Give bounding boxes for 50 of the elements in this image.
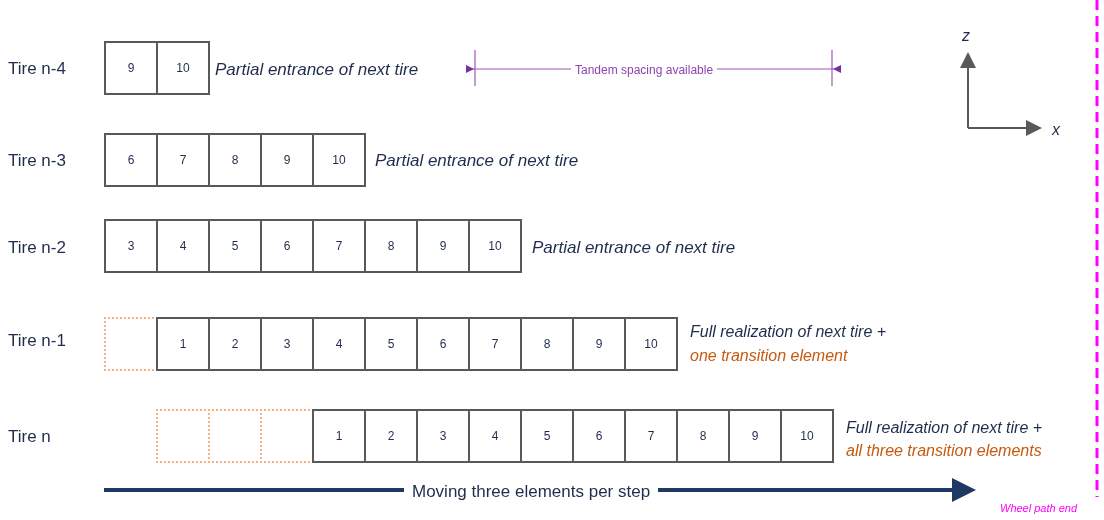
element-box: 10: [156, 41, 210, 95]
element-box: 2: [208, 317, 262, 371]
row-label: Tire n-4: [8, 58, 66, 80]
element-box: 1: [156, 317, 210, 371]
note-text: one transition element: [690, 346, 848, 366]
row-label: Tire n: [8, 426, 51, 448]
element-box: 3: [416, 409, 470, 463]
axis-label: z: [962, 26, 970, 46]
note-text: Full realization of next tire +: [690, 322, 887, 342]
element-box: 8: [364, 219, 418, 273]
element-box: 8: [208, 133, 262, 187]
element-box: 7: [624, 409, 678, 463]
note-text: Partial entrance of next tire: [532, 237, 736, 259]
element-box: 5: [364, 317, 418, 371]
element-box: 9: [572, 317, 626, 371]
element-box: 10: [312, 133, 366, 187]
element-box: 1: [312, 409, 366, 463]
row-label: Tire n-2: [8, 237, 66, 259]
element-box: 6: [416, 317, 470, 371]
element-box: 6: [104, 133, 158, 187]
marker-label: Wheel path end: [1000, 501, 1078, 516]
element-box: 5: [208, 219, 262, 273]
element-box: 9: [260, 133, 314, 187]
element-box: 3: [104, 219, 158, 273]
axis-label: x: [1052, 120, 1060, 140]
element-box: 6: [260, 219, 314, 273]
row-label: Tire n-3: [8, 150, 66, 172]
element-box: 8: [520, 317, 574, 371]
element-box: 8: [676, 409, 730, 463]
element-box: 4: [156, 219, 210, 273]
element-box: 7: [312, 219, 366, 273]
element-box: 7: [156, 133, 210, 187]
element-box: 10: [780, 409, 834, 463]
note-text: Full realization of next tire +: [846, 418, 1043, 438]
element-box: 2: [364, 409, 418, 463]
element-box: 9: [416, 219, 470, 273]
element-box: 9: [104, 41, 158, 95]
element-box: 4: [312, 317, 366, 371]
row-label: Tire n-1: [8, 330, 66, 352]
element-box: 10: [624, 317, 678, 371]
element-box: 3: [260, 317, 314, 371]
element-box: 7: [468, 317, 522, 371]
element-box: 6: [572, 409, 626, 463]
element-box: 4: [468, 409, 522, 463]
element-box: 10: [468, 219, 522, 273]
note-text: all three transition elements: [846, 441, 1042, 461]
note-text: Partial entrance of next tire: [375, 150, 579, 172]
element-box: 5: [520, 409, 574, 463]
note-text: Partial entrance of next tire: [215, 59, 419, 81]
element-box: 9: [728, 409, 782, 463]
